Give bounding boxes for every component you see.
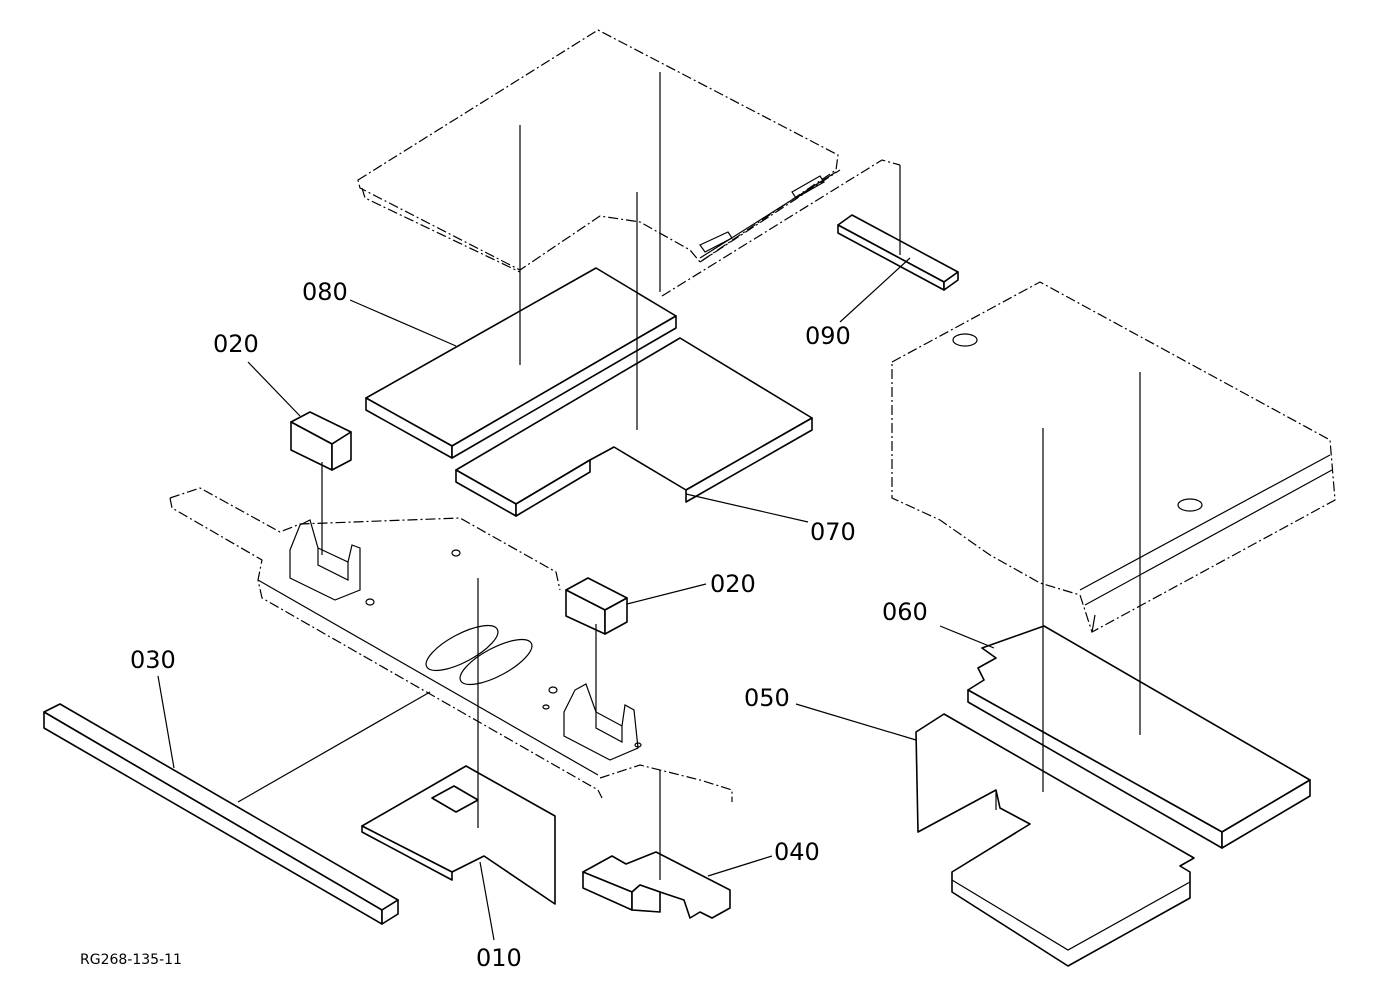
upper-cover — [357, 29, 901, 297]
part-070-pad — [455, 337, 813, 517]
part-050-pad — [915, 713, 1195, 967]
part-040-hook — [582, 851, 731, 919]
part-080-pad — [365, 267, 677, 459]
part-020-block-upper — [290, 411, 352, 471]
callout-labels: 080 020 090 070 020 060 030 050 040 010 … — [80, 278, 928, 972]
reference-code: RG268-135-11 — [80, 952, 182, 968]
callout-070: 070 — [810, 518, 856, 546]
callout-060: 060 — [882, 598, 928, 626]
callout-040: 040 — [774, 838, 820, 866]
callout-020-right: 020 — [710, 570, 756, 598]
callout-030: 030 — [130, 646, 176, 674]
part-010-plate — [361, 765, 556, 905]
callout-090: 090 — [805, 322, 851, 350]
callout-020-upper: 020 — [213, 330, 259, 358]
leader-lines — [157, 257, 995, 941]
part-060-pad — [967, 625, 1311, 849]
right-cover — [891, 281, 1336, 633]
part-030-bar — [43, 703, 399, 925]
assembly-axes — [237, 72, 1141, 880]
part-020-block-right — [565, 577, 628, 635]
callout-080: 080 — [302, 278, 348, 306]
callout-050: 050 — [744, 684, 790, 712]
part-090-strip — [837, 214, 959, 291]
base-frame — [169, 487, 733, 802]
callout-010: 010 — [476, 944, 522, 972]
